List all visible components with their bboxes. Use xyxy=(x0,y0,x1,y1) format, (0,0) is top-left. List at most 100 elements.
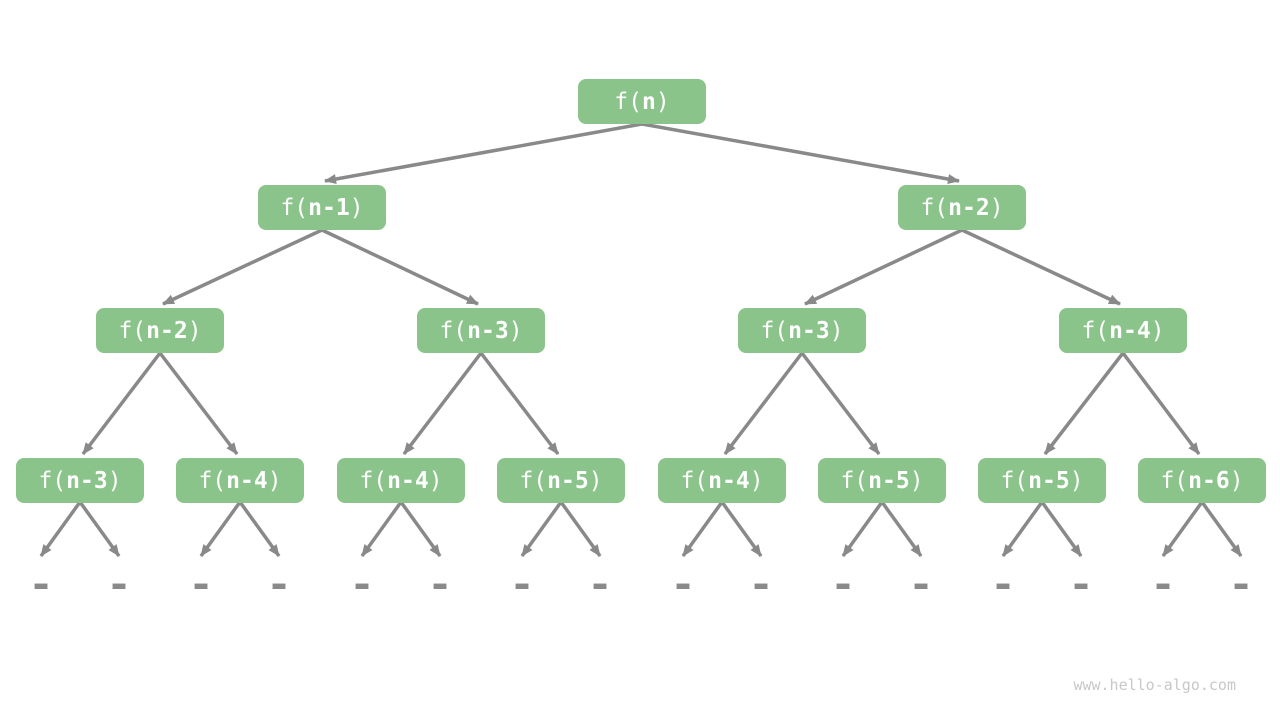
tree-node: f(n-5) xyxy=(497,458,625,503)
edge-arrow xyxy=(81,351,162,456)
edge-arrow xyxy=(360,500,403,558)
label-prefix: f( xyxy=(280,195,308,221)
edge-arrow xyxy=(720,500,763,558)
label-var: n-2 xyxy=(948,195,990,221)
label-suffix: ) xyxy=(830,318,844,344)
edge-arrow xyxy=(479,351,560,456)
node-box xyxy=(1059,308,1187,353)
node-label: f(n-4) xyxy=(198,468,281,494)
edge-arrow xyxy=(39,500,82,558)
tree-node: f(n-4) xyxy=(1059,308,1187,353)
edge-arrow xyxy=(1043,351,1125,456)
edge-arrow xyxy=(321,228,479,306)
edge-arrow xyxy=(804,228,963,306)
tree-node: f(n-3) xyxy=(738,308,866,353)
label-var: n-3 xyxy=(788,318,830,344)
node-box xyxy=(497,458,625,503)
tree-node: f(n-3) xyxy=(16,458,144,503)
edge-arrow xyxy=(723,351,804,456)
edge-arrow xyxy=(841,500,884,558)
tree-node: f(n-4) xyxy=(176,458,304,503)
ellipsis-leaf: ... xyxy=(908,562,934,597)
label-suffix: ) xyxy=(509,318,523,344)
ellipsis-leaf: ... xyxy=(266,562,292,597)
node-box xyxy=(96,308,224,353)
node-label: f(n-2) xyxy=(920,195,1003,221)
ellipsis-leaf: ... xyxy=(349,562,375,597)
tree-node: f(n-1) xyxy=(258,185,386,230)
label-suffix: ) xyxy=(188,318,202,344)
edge-arrow xyxy=(520,500,563,558)
node-label: f(n-5) xyxy=(519,468,602,494)
edge-arrow xyxy=(681,500,724,558)
label-prefix: f( xyxy=(38,468,66,494)
label-var: n-3 xyxy=(467,318,509,344)
ellipsis-leaf: ... xyxy=(587,562,613,597)
edges-level2 xyxy=(162,228,1121,306)
node-label: f(n-4) xyxy=(1081,318,1164,344)
label-suffix: ) xyxy=(350,195,364,221)
label-var: n-5 xyxy=(868,468,910,494)
label-suffix: ) xyxy=(1151,318,1165,344)
ellipsis-leaf: ... xyxy=(990,562,1016,597)
node-label: f(n-2) xyxy=(118,318,201,344)
label-prefix: f( xyxy=(1000,468,1028,494)
label-prefix: f( xyxy=(198,468,226,494)
edge-arrow xyxy=(641,122,960,184)
edge-arrow xyxy=(324,122,643,184)
label-var: n xyxy=(642,89,656,115)
label-prefix: f( xyxy=(439,318,467,344)
label-var: n-3 xyxy=(66,468,108,494)
label-prefix: f( xyxy=(519,468,547,494)
watermark: www.hello-algo.com xyxy=(1073,676,1236,694)
edges-level4 xyxy=(39,500,1243,558)
label-suffix: ) xyxy=(750,468,764,494)
label-suffix: ) xyxy=(1070,468,1084,494)
node-label: f(n-6) xyxy=(1160,468,1243,494)
label-var: n-4 xyxy=(387,468,429,494)
label-prefix: f( xyxy=(1160,468,1188,494)
label-suffix: ) xyxy=(656,89,670,115)
node-label: f(n-3) xyxy=(439,318,522,344)
label-var: n-4 xyxy=(226,468,268,494)
label-suffix: ) xyxy=(589,468,603,494)
edge-arrow xyxy=(1040,500,1083,558)
label-var: n-2 xyxy=(146,318,188,344)
tree-node: f(n-6) xyxy=(1138,458,1266,503)
edges-level1 xyxy=(324,122,960,184)
node-box xyxy=(176,458,304,503)
edge-arrow xyxy=(238,500,281,558)
tree-node: f(n-2) xyxy=(96,308,224,353)
label-var: n-6 xyxy=(1188,468,1230,494)
ellipsis-leaf: ... xyxy=(509,562,535,597)
ellipsis-leaf: ... xyxy=(1150,562,1176,597)
label-prefix: f( xyxy=(760,318,788,344)
edge-arrow xyxy=(880,500,923,558)
label-var: n-5 xyxy=(1028,468,1070,494)
label-var: n-4 xyxy=(1109,318,1151,344)
node-box xyxy=(738,308,866,353)
node-box xyxy=(578,79,706,124)
ellipsis-leaf: ... xyxy=(1068,562,1094,597)
label-var: n-1 xyxy=(308,195,350,221)
edge-arrow xyxy=(1001,500,1044,558)
label-var: n-4 xyxy=(708,468,750,494)
tree-node-root: f(n) xyxy=(578,79,706,124)
node-label: f(n-5) xyxy=(1000,468,1083,494)
ellipsis-leaf: ... xyxy=(1228,562,1254,597)
node-label: f(n-3) xyxy=(760,318,843,344)
tree-node: f(n-4) xyxy=(658,458,786,503)
edge-arrow xyxy=(199,500,242,558)
label-var: n-5 xyxy=(547,468,589,494)
node-box xyxy=(898,185,1026,230)
node-box xyxy=(658,458,786,503)
ellipsis-leaf: ... xyxy=(670,562,696,597)
label-suffix: ) xyxy=(429,468,443,494)
edge-arrow xyxy=(78,500,121,558)
node-label: f(n-4) xyxy=(680,468,763,494)
edge-arrow xyxy=(1121,351,1201,456)
tree-node: f(n-5) xyxy=(978,458,1106,503)
tree-node: f(n-2) xyxy=(898,185,1026,230)
label-suffix: ) xyxy=(108,468,122,494)
